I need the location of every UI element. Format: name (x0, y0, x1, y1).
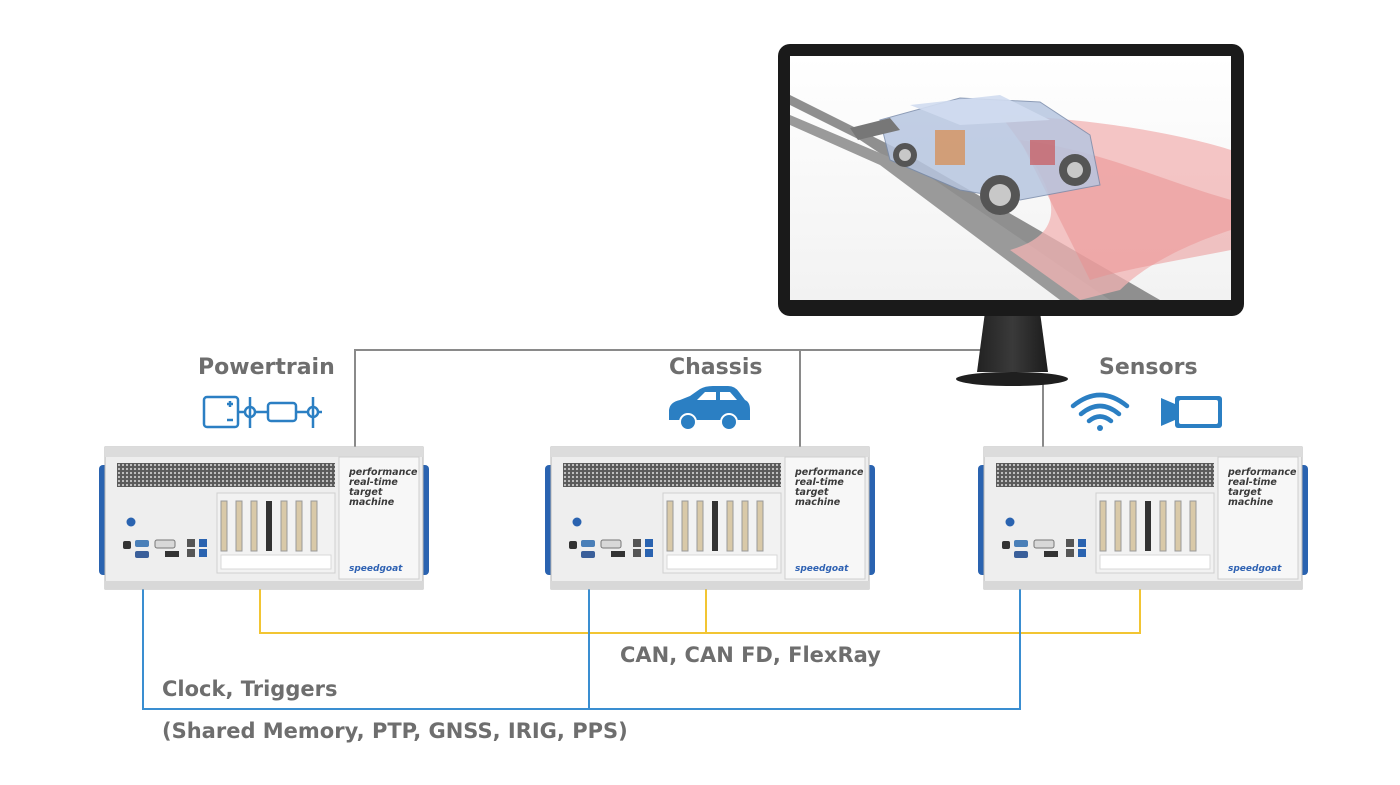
vehicle-simulation-view (790, 95, 1231, 300)
clock-detail-label: (Shared Memory, PTP, GNSS, IRIG, PPS) (162, 719, 628, 743)
monitor (778, 44, 1244, 386)
powertrain-icon (202, 395, 322, 429)
ethernet-links (354, 349, 1044, 447)
target-machine-chassis (544, 446, 876, 590)
car-icon (669, 386, 750, 431)
clock-label: Clock, Triggers (162, 677, 338, 701)
chassis-title: Chassis (669, 355, 763, 380)
sensors-title: Sensors (1099, 355, 1198, 380)
wifi-icon (1070, 392, 1130, 431)
can-label: CAN, CAN FD, FlexRay (620, 643, 881, 667)
target-machine-powertrain (98, 446, 430, 590)
powertrain-title: Powertrain (198, 355, 335, 380)
clock-trigger-line (142, 588, 1021, 710)
target-machine-sensors (977, 446, 1309, 590)
camera-icon (1161, 396, 1222, 428)
can-bus-line (259, 588, 1141, 634)
